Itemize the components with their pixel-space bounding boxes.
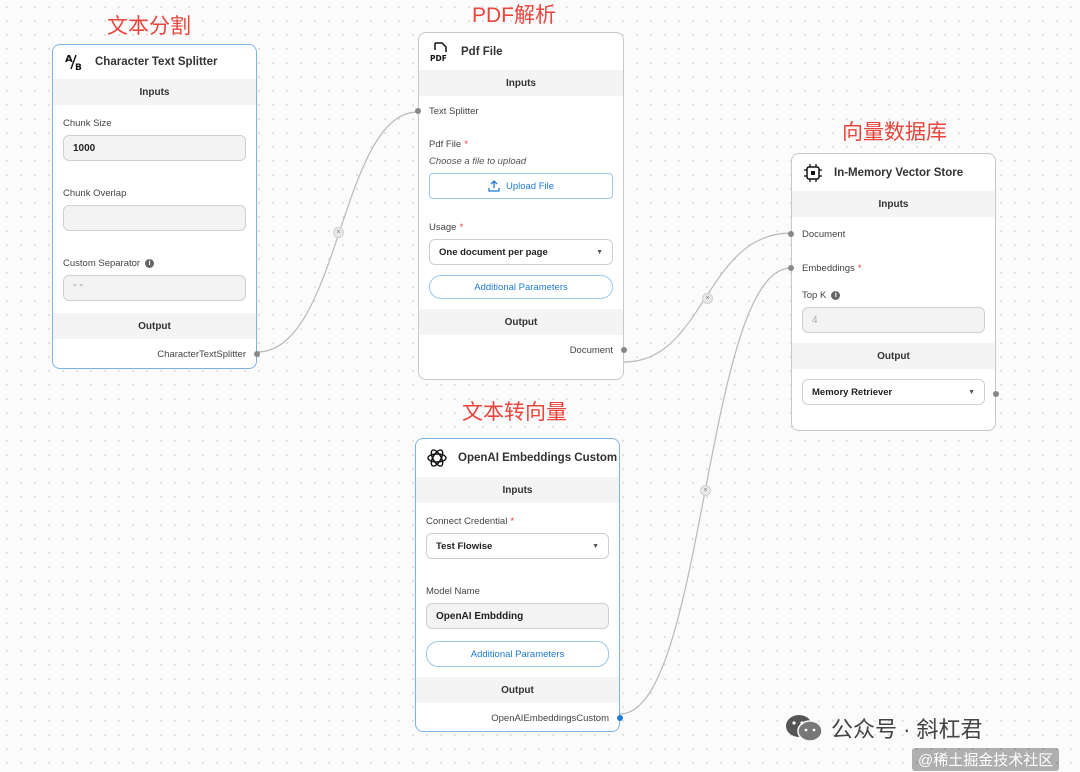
chevron-down-icon: ▼: [968, 388, 975, 396]
required-mark: *: [510, 515, 515, 527]
chevron-down-icon: ▼: [592, 542, 599, 550]
chunk-size-label: Chunk Size: [63, 117, 112, 129]
output-anchor-label: CharacterTextSplitter: [157, 348, 246, 360]
input-handle[interactable]: [788, 265, 794, 271]
anchor-label: Document: [802, 228, 846, 240]
anchor-label: Text Splitter: [429, 105, 479, 117]
pdf-file-node[interactable]: PDF Pdf File Inputs Text Splitter Pdf Fi…: [415, 32, 627, 380]
upload-icon: [488, 180, 500, 192]
output-section-header: Output: [416, 677, 619, 703]
output-anchor: CharacterTextSplitter: [53, 339, 260, 369]
info-icon[interactable]: i: [145, 258, 155, 268]
chevron-down-icon: ▼: [596, 248, 603, 256]
model-name-input[interactable]: OpenAI Embdding: [426, 603, 609, 629]
output-section-header: Output: [53, 313, 256, 339]
output-anchor: Document: [419, 335, 627, 365]
output-handle[interactable]: [621, 347, 627, 353]
juejin-watermark: @稀土掘金技术社区: [912, 748, 1060, 771]
wechat-watermark: 公众号 · 斜杠君: [785, 712, 983, 744]
output-section-header: Output: [419, 309, 623, 335]
memory-chip-icon: [802, 162, 824, 184]
node-header[interactable]: In-Memory Vector Store: [792, 154, 995, 191]
node-title: Pdf File: [461, 45, 503, 58]
input-handle[interactable]: [415, 108, 421, 114]
node-title: In-Memory Vector Store: [834, 166, 964, 179]
pdf-file-icon: PDF: [429, 41, 451, 63]
in-memory-vector-store-node[interactable]: In-Memory Vector Store Inputs Document E…: [788, 153, 999, 431]
additional-parameters-button[interactable]: Additional Parameters: [429, 275, 613, 299]
credential-select[interactable]: Test Flowise ▼: [426, 533, 609, 559]
node-header[interactable]: PDF Pdf File: [419, 33, 623, 70]
model-name-label: Model Name: [426, 585, 480, 597]
top-k-input[interactable]: 4: [802, 307, 985, 333]
output-anchor-label: OpenAIEmbeddingsCustom: [491, 712, 609, 724]
required-mark: *: [459, 221, 464, 233]
info-icon[interactable]: i: [831, 290, 841, 300]
required-mark: *: [464, 138, 468, 150]
chunk-overlap-input[interactable]: [63, 205, 246, 231]
output-section-header: Output: [792, 343, 995, 369]
anchor-label: Embeddings: [802, 262, 855, 274]
annotation-text-splitting: 文本分割: [107, 15, 191, 38]
edge-delete-button[interactable]: ×: [702, 293, 713, 304]
output-anchor-label: Document: [569, 344, 613, 356]
svg-text:B: B: [75, 63, 82, 72]
upload-file-button[interactable]: Upload File: [429, 173, 613, 199]
node-header[interactable]: OpenAI Embeddings Custom: [416, 439, 619, 477]
usage-select[interactable]: One document per page ▼: [429, 239, 613, 265]
additional-parameters-button[interactable]: Additional Parameters: [426, 641, 609, 667]
svg-text:PDF: PDF: [430, 54, 447, 63]
document-input-anchor: Document: [788, 217, 995, 251]
upload-file-label: Upload File: [505, 180, 555, 192]
output-handle[interactable]: [254, 351, 260, 357]
input-handle[interactable]: [788, 231, 794, 237]
node-title: OpenAI Embeddings Custom: [458, 452, 618, 464]
inputs-section-header: Inputs: [419, 70, 623, 96]
wechat-icon: [786, 715, 823, 742]
watermark-text: 公众号 · 斜杠君: [831, 717, 983, 742]
annotation-vector-store: 向量数据库: [842, 121, 947, 144]
text-splitter-input-anchor: Text Splitter: [415, 96, 623, 126]
output-type-select[interactable]: Memory Retriever ▼: [802, 379, 985, 405]
required-mark: *: [857, 262, 862, 274]
pdf-file-hint: Choose a file to upload: [429, 156, 527, 167]
edge-delete-button[interactable]: ×: [333, 227, 344, 238]
chunk-size-input[interactable]: 1000: [63, 135, 246, 161]
connect-credential-label: Connect Credential*: [426, 515, 515, 527]
annotation-text-to-vector: 文本转向量: [462, 401, 567, 424]
openai-embeddings-custom-node[interactable]: OpenAI Embeddings Custom Inputs Connect …: [415, 438, 623, 733]
credential-value: Test Flowise: [436, 540, 493, 552]
output-anchor: OpenAIEmbeddingsCustom: [416, 703, 623, 733]
openai-logo-icon: [426, 447, 448, 469]
svg-text:A: A: [65, 54, 73, 65]
inputs-section-header: Inputs: [416, 477, 619, 503]
edge-delete-button[interactable]: ×: [700, 485, 711, 496]
usage-label: Usage*: [429, 221, 464, 233]
usage-value: One document per page: [439, 246, 548, 258]
output-type-value: Memory Retriever: [812, 386, 893, 398]
output-handle[interactable]: [617, 715, 623, 721]
output-handle[interactable]: [993, 391, 999, 397]
inputs-section-header: Inputs: [792, 191, 995, 217]
node-title: Character Text Splitter: [95, 56, 218, 68]
custom-separator-input[interactable]: " ": [63, 275, 246, 301]
chunk-overlap-label: Chunk Overlap: [63, 187, 127, 199]
pdf-file-label: Pdf File*: [429, 138, 468, 150]
embeddings-input-anchor: Embeddings*: [788, 251, 995, 285]
annotation-pdf-parsing: PDF解析: [472, 4, 556, 27]
inputs-section-header: Inputs: [53, 79, 256, 105]
